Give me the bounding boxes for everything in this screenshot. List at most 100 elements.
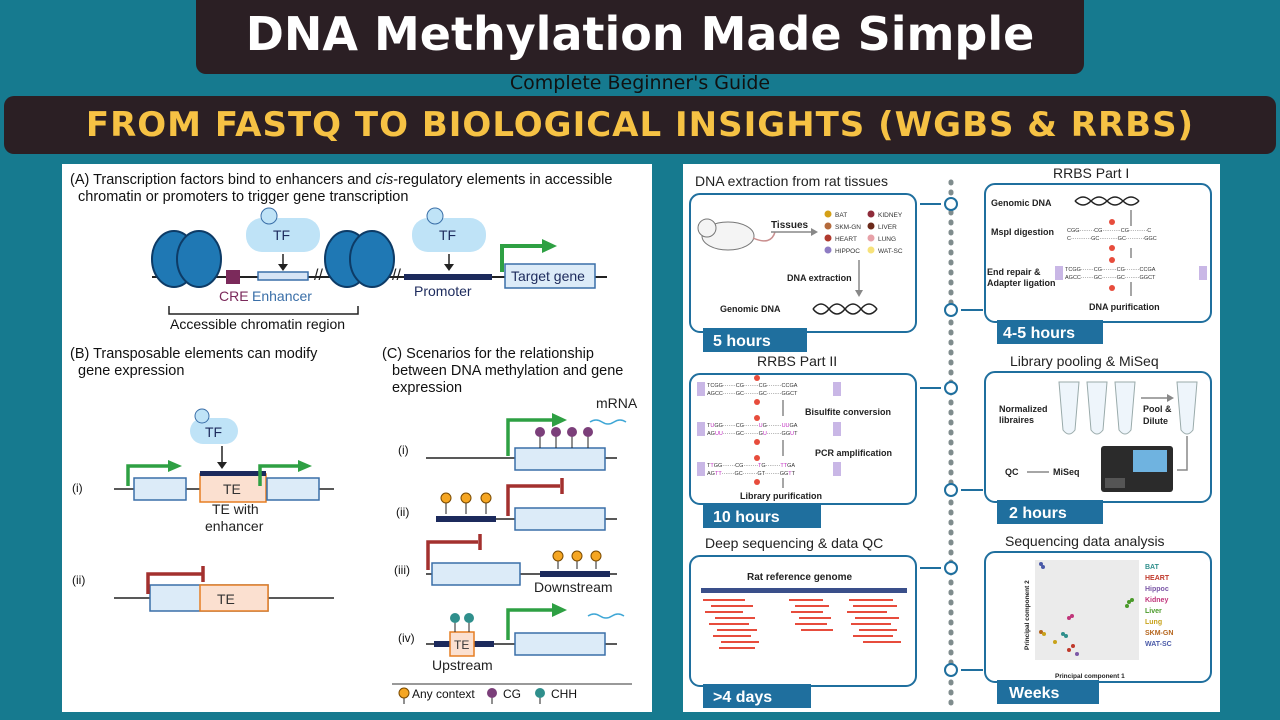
banner-text: FROM FASTQ TO BIOLOGICAL INSIGHTS (WGBS … bbox=[85, 105, 1195, 145]
c-row-iv-label: (iv) bbox=[398, 631, 415, 645]
dna-purification-label: DNA purification bbox=[1089, 302, 1160, 312]
te-label-c4: TE bbox=[454, 638, 469, 652]
red-blocked-arrow-c3 bbox=[426, 534, 482, 570]
green-arrow-c1 bbox=[506, 413, 567, 456]
any-lollipops-c3 bbox=[552, 550, 602, 569]
upstream-label: Upstream bbox=[432, 657, 493, 673]
cg-lollipops-c1 bbox=[535, 427, 593, 448]
mrna-wave-2 bbox=[587, 613, 625, 619]
title-box bbox=[196, 0, 1084, 74]
legend-any-context-label: Any context bbox=[412, 687, 475, 701]
tissues-arrowhead bbox=[811, 228, 818, 236]
nucleosome-group-left bbox=[151, 230, 222, 288]
dna-extraction-label: DNA extraction bbox=[787, 273, 852, 283]
time-label-weeks: Weeks bbox=[1009, 685, 1060, 702]
panel-a-heading-line1: (A) Transcription factors bind to enhanc… bbox=[70, 172, 612, 188]
time-label-5-hours: 5 hours bbox=[713, 333, 771, 350]
mrna-label: mRNA bbox=[596, 395, 638, 411]
gene-box-b1-left bbox=[133, 477, 187, 501]
normalized-label: Normalized bbox=[999, 404, 1048, 414]
genomic-dna-label-2: Genomic DNA bbox=[991, 198, 1052, 208]
panel-c-heading-line1: (C) Scenarios for the relationship bbox=[382, 346, 594, 362]
gene-box-c1 bbox=[514, 447, 606, 471]
te-with-label: TE with bbox=[212, 501, 259, 517]
legend-cg-label: CG bbox=[503, 687, 521, 701]
break-mark-1: // bbox=[314, 267, 323, 284]
green-arrow-b1a bbox=[126, 460, 182, 486]
pc2-label: Principal component 2 bbox=[1024, 580, 1031, 650]
gene-box-c2 bbox=[514, 507, 606, 531]
svg-text:LIVER: LIVER bbox=[878, 224, 897, 231]
chh-lollipops-c4 bbox=[450, 613, 474, 632]
methyl-mark-3 bbox=[1109, 257, 1115, 263]
qc-label: QC bbox=[1005, 467, 1019, 477]
svg-text:BAT: BAT bbox=[835, 212, 847, 219]
gene-box-c3 bbox=[431, 562, 521, 586]
regulation-figure: (A) Transcription factors bind to enhanc… bbox=[70, 172, 638, 704]
svg-text:TTGG·······CG········TG·······: TTGG·······CG········TG········TTGA bbox=[707, 463, 795, 469]
svg-text:HEART: HEART bbox=[835, 236, 857, 243]
tf-label-1: TF bbox=[273, 227, 290, 243]
reference-genome-bar bbox=[701, 588, 907, 593]
seq-row-mspi-bottom: C···········GC··········GC··········GGC bbox=[1067, 236, 1157, 242]
pca-legend: BAT HEART Hippoc Kidney Liver Lung SKM-G… bbox=[1145, 564, 1173, 648]
te-label-b2: TE bbox=[217, 591, 235, 607]
tf-bubble-1 bbox=[246, 207, 320, 271]
te-label-b1: TE bbox=[223, 481, 241, 497]
tf-label-3: TF bbox=[205, 424, 222, 440]
dna-extraction-title: DNA extraction from rat tissues bbox=[695, 173, 888, 189]
libraires-label: libraires bbox=[999, 415, 1034, 425]
legend-chh bbox=[535, 688, 545, 704]
deep-seq-title: Deep sequencing & data QC bbox=[705, 535, 883, 551]
te-box-b2 bbox=[199, 584, 269, 612]
red-blocked-arrow-b2 bbox=[146, 566, 205, 594]
legend-cg bbox=[487, 688, 497, 704]
left-figure-panel: (A) Transcription factors bind to enhanc… bbox=[62, 164, 652, 712]
svg-text:Hippoc: Hippoc bbox=[1145, 586, 1169, 593]
cre-box bbox=[226, 270, 240, 284]
genomic-dna-label-1: Genomic DNA bbox=[720, 304, 781, 314]
b-row-ii-label: (ii) bbox=[72, 573, 85, 587]
gene-box-c4 bbox=[514, 632, 606, 656]
methyl-mark-1 bbox=[1109, 219, 1115, 225]
svg-text:WAT-SC: WAT-SC bbox=[1145, 641, 1172, 648]
svg-text:WAT-SC: WAT-SC bbox=[878, 248, 903, 255]
tissue-list: BAT SKM-GN HEART HIPPOC KIDNEY LIVER LUN… bbox=[824, 210, 903, 255]
gene-box-b1-right bbox=[266, 477, 320, 501]
tube-icons bbox=[1058, 381, 1198, 435]
adapter-right bbox=[1199, 266, 1207, 280]
time-badge-4-5-hours bbox=[997, 320, 1103, 344]
downstream-region bbox=[540, 571, 610, 577]
page-title: DNA Methylation Made Simple bbox=[245, 7, 1035, 61]
any-lollipops-c2 bbox=[440, 492, 492, 514]
tf-label-2: TF bbox=[439, 227, 456, 243]
nucleosome-group-right bbox=[324, 230, 395, 288]
svg-text:SKM-GN: SKM-GN bbox=[835, 224, 861, 231]
panel-b-heading-line1: (B) Transposable elements can modify bbox=[70, 346, 318, 362]
c-row-ii-label: (ii) bbox=[396, 505, 409, 519]
time-label-10-hours: 10 hours bbox=[713, 509, 780, 526]
svg-text:TCGG·······CG········CG·······: TCGG·······CG········CG········CCGA bbox=[707, 383, 798, 389]
transcription-arrow-a bbox=[500, 239, 557, 272]
time-label-2-hours: 2 hours bbox=[1009, 505, 1067, 522]
bisulfite-sequence-rows: TCGG·······CG········CG········CCGA AGCC… bbox=[697, 375, 841, 488]
green-arrow-b1b bbox=[258, 460, 312, 486]
panel-c-heading-line2: between DNA methylation and gene bbox=[392, 363, 623, 379]
time-badge-10-hours bbox=[703, 504, 821, 528]
legend-chh-label: CHH bbox=[551, 687, 577, 701]
adapter-left bbox=[1055, 266, 1063, 280]
bisulfite-label: Bisulfite conversion bbox=[805, 407, 891, 417]
extraction-arrowhead bbox=[855, 290, 863, 297]
promoter-label: Promoter bbox=[414, 283, 472, 299]
c-row-i-label: (i) bbox=[398, 443, 409, 457]
svg-text:LUNG: LUNG bbox=[878, 236, 896, 243]
time-label-4-5-hours: 4-5 hours bbox=[1003, 325, 1075, 342]
seq-analysis-title: Sequencing data analysis bbox=[1005, 533, 1165, 549]
seq-row-mspi-top: CGG········CG··········CG··········C bbox=[1067, 228, 1151, 234]
tf-bubble-3 bbox=[190, 408, 238, 469]
rat-reference-label: Rat reference genome bbox=[747, 572, 852, 583]
miseq-machine-icon bbox=[1101, 446, 1173, 492]
workflow-figure: DNA extraction from rat tissues Tissues … bbox=[689, 165, 1212, 708]
dna-helix-icon-1 bbox=[812, 303, 878, 315]
time-badge-weeks bbox=[997, 680, 1099, 704]
